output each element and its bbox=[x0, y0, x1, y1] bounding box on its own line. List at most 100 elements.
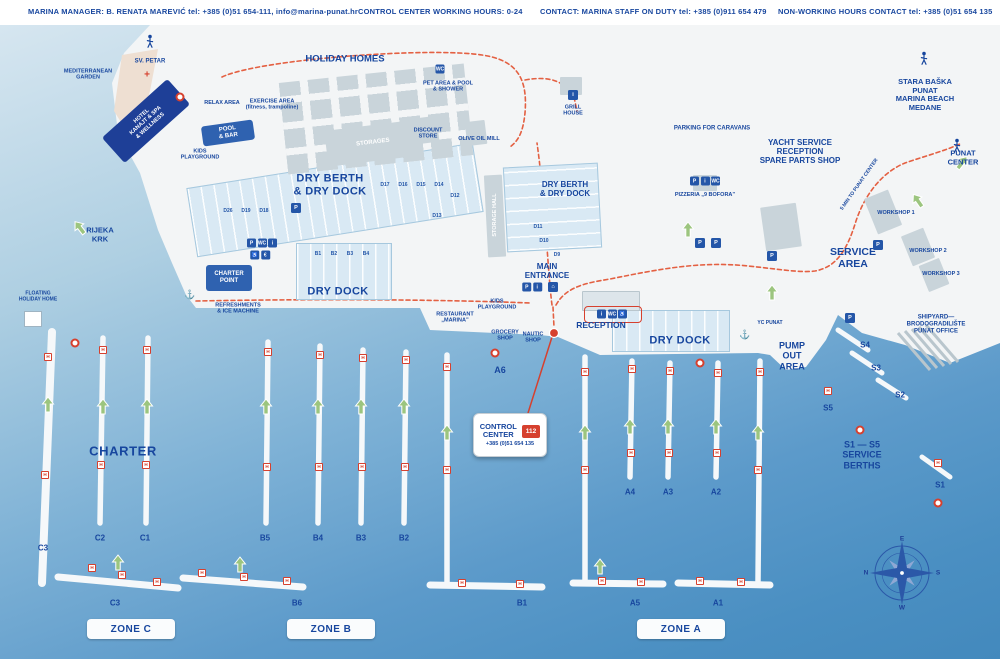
pier bbox=[426, 581, 546, 591]
wc-icon: WC bbox=[711, 176, 720, 186]
label-grill-house: GRILL HOUSE bbox=[563, 104, 583, 117]
label-relax-area: RELAX AREA bbox=[204, 99, 240, 106]
pier bbox=[97, 335, 106, 526]
pier-label-a2: A2 bbox=[710, 487, 722, 497]
pier bbox=[674, 579, 774, 589]
hydrant-marker: H bbox=[581, 368, 589, 376]
compass-letter-bottom: W bbox=[898, 604, 906, 612]
pier-label-b3: B3 bbox=[355, 533, 367, 543]
hydrant-marker: H bbox=[315, 463, 323, 471]
wc-icon: WC bbox=[435, 64, 445, 74]
label-parking-caravans: PARKING FOR CARAVANS bbox=[673, 125, 751, 132]
label-kids-playground-west: KIDS PLAYGROUND bbox=[180, 148, 220, 161]
pet-area-icons: WC bbox=[435, 64, 445, 74]
pier bbox=[179, 574, 307, 591]
pier bbox=[263, 339, 271, 526]
charter-point-building bbox=[206, 265, 252, 291]
compass-letter-left: N bbox=[863, 569, 869, 577]
parking-icon: P bbox=[522, 282, 532, 292]
hydrant-marker: H bbox=[934, 459, 942, 467]
label-storage-hall: STORAGE HALL bbox=[491, 193, 498, 237]
slot-label-d9: D9 bbox=[553, 252, 561, 259]
hydrant-marker: H bbox=[316, 351, 324, 359]
top-info-bar: MARINA MANAGER: B. RENATA MAREVIĆ tel: +… bbox=[0, 0, 1000, 25]
label-workshop-2: WORKSHOP 2 bbox=[909, 247, 947, 254]
label-holiday-homes: HOLIDAY HOMES bbox=[305, 53, 385, 65]
slot-label-b2: B2 bbox=[330, 251, 338, 258]
label-dry-berth-2: DRY BERTH & DRY DOCK bbox=[539, 179, 591, 198]
info-icon: i bbox=[700, 176, 710, 186]
label-yacht-service: YACHT SERVICE RECEPTION SPARE PARTS SHOP bbox=[759, 138, 841, 166]
info-icon: i bbox=[597, 309, 606, 319]
hydrant-marker: H bbox=[41, 471, 49, 479]
label-dry-berth-1: DRY BERTH & DRY DOCK bbox=[293, 172, 367, 197]
wc-icon: WC bbox=[257, 238, 267, 248]
dry-dock-area-1 bbox=[296, 243, 392, 300]
church-cross-icon: + bbox=[144, 69, 150, 81]
label-workshop-3: WORKSHOP 3 bbox=[922, 270, 960, 277]
hydrant-marker: H bbox=[263, 463, 271, 471]
hydrant-marker: H bbox=[143, 346, 151, 354]
pier-label-b4: B4 bbox=[312, 533, 324, 543]
accessible-icon: ♿ bbox=[618, 309, 627, 319]
marina-manager-info: MARINA MANAGER: B. RENATA MAREVIĆ tel: +… bbox=[28, 7, 359, 16]
shipyard-slipway bbox=[896, 324, 960, 371]
label-restaurant-marina: RESTAURANT „MARINA” bbox=[436, 311, 474, 324]
anchor-icon: ⚓ bbox=[739, 329, 751, 340]
grill-info-icon: i bbox=[568, 90, 578, 100]
parking-icon: P bbox=[695, 238, 705, 248]
pier-label-a5: A5 bbox=[629, 598, 641, 608]
hydrant-marker: H bbox=[283, 577, 291, 585]
pier bbox=[569, 579, 667, 588]
label-charter-zone: CHARTER bbox=[89, 443, 157, 459]
slot-label-d10: D10 bbox=[539, 238, 549, 245]
parking-icon: P bbox=[767, 251, 777, 261]
parking-icon: P bbox=[690, 176, 699, 186]
hydrant-marker: H bbox=[118, 571, 126, 579]
hydrant-marker: H bbox=[264, 348, 272, 356]
label-pizzeria: PIZZERIA „9 BOFORA” bbox=[674, 191, 736, 198]
info-icon: i bbox=[268, 238, 277, 248]
pier-label-b5: B5 bbox=[259, 533, 271, 543]
pizzeria-icons: P i WC bbox=[690, 176, 720, 186]
hydrant-marker: H bbox=[696, 577, 704, 585]
label-sv-petar: SV. PETAR bbox=[134, 58, 166, 65]
control-center-dot bbox=[548, 327, 560, 339]
hydrant-marker: H bbox=[198, 569, 206, 577]
label-punat-center: PUNAT CENTER bbox=[947, 148, 979, 166]
compass-rose bbox=[870, 541, 934, 605]
pier bbox=[315, 343, 323, 526]
zone-a-box: ZONE A bbox=[637, 619, 725, 639]
label-exercise-area: EXERCISE AREA (fitness, trampoline) bbox=[245, 98, 299, 111]
hydrant-marker: H bbox=[756, 368, 764, 376]
hydrant-marker: H bbox=[824, 387, 832, 395]
pier bbox=[38, 328, 56, 587]
pier-label-a1: A1 bbox=[712, 598, 724, 608]
pier bbox=[849, 350, 885, 376]
parking-icon: P bbox=[873, 240, 883, 250]
hydrant-marker: H bbox=[665, 449, 673, 457]
entrance-icons: P i bbox=[522, 282, 542, 292]
slot-label-b4: B4 bbox=[362, 251, 370, 258]
dry-dock-area-2 bbox=[612, 310, 730, 352]
dry-berth-area-2 bbox=[502, 162, 603, 253]
yacht-service-building bbox=[760, 202, 802, 252]
hydrant-marker: H bbox=[99, 346, 107, 354]
hydrant-marker: H bbox=[88, 564, 96, 572]
quay-facilities-icons: P WC i bbox=[247, 238, 277, 248]
label-service-area: SERVICE AREA bbox=[830, 245, 876, 270]
hydrant-marker: H bbox=[628, 365, 636, 373]
hydrant-marker: H bbox=[359, 354, 367, 362]
slot-label-b3: B3 bbox=[346, 251, 354, 258]
parking-icon: P bbox=[845, 313, 855, 323]
nonworking-contact: NON-WORKING HOURS CONTACT tel: +385 (0)5… bbox=[778, 7, 993, 16]
atm-icon: € bbox=[260, 250, 270, 260]
label-dry-dock-1: DRY DOCK bbox=[307, 285, 369, 298]
slot-label-d14: D14 bbox=[434, 182, 444, 189]
slot-label-d13: D13 bbox=[432, 213, 442, 220]
lifebuoy-icon bbox=[490, 348, 500, 358]
control-center-phone: +385 (0)51 654 135 bbox=[485, 441, 535, 448]
reception-highlight-frame bbox=[584, 306, 642, 323]
pier bbox=[401, 349, 409, 526]
